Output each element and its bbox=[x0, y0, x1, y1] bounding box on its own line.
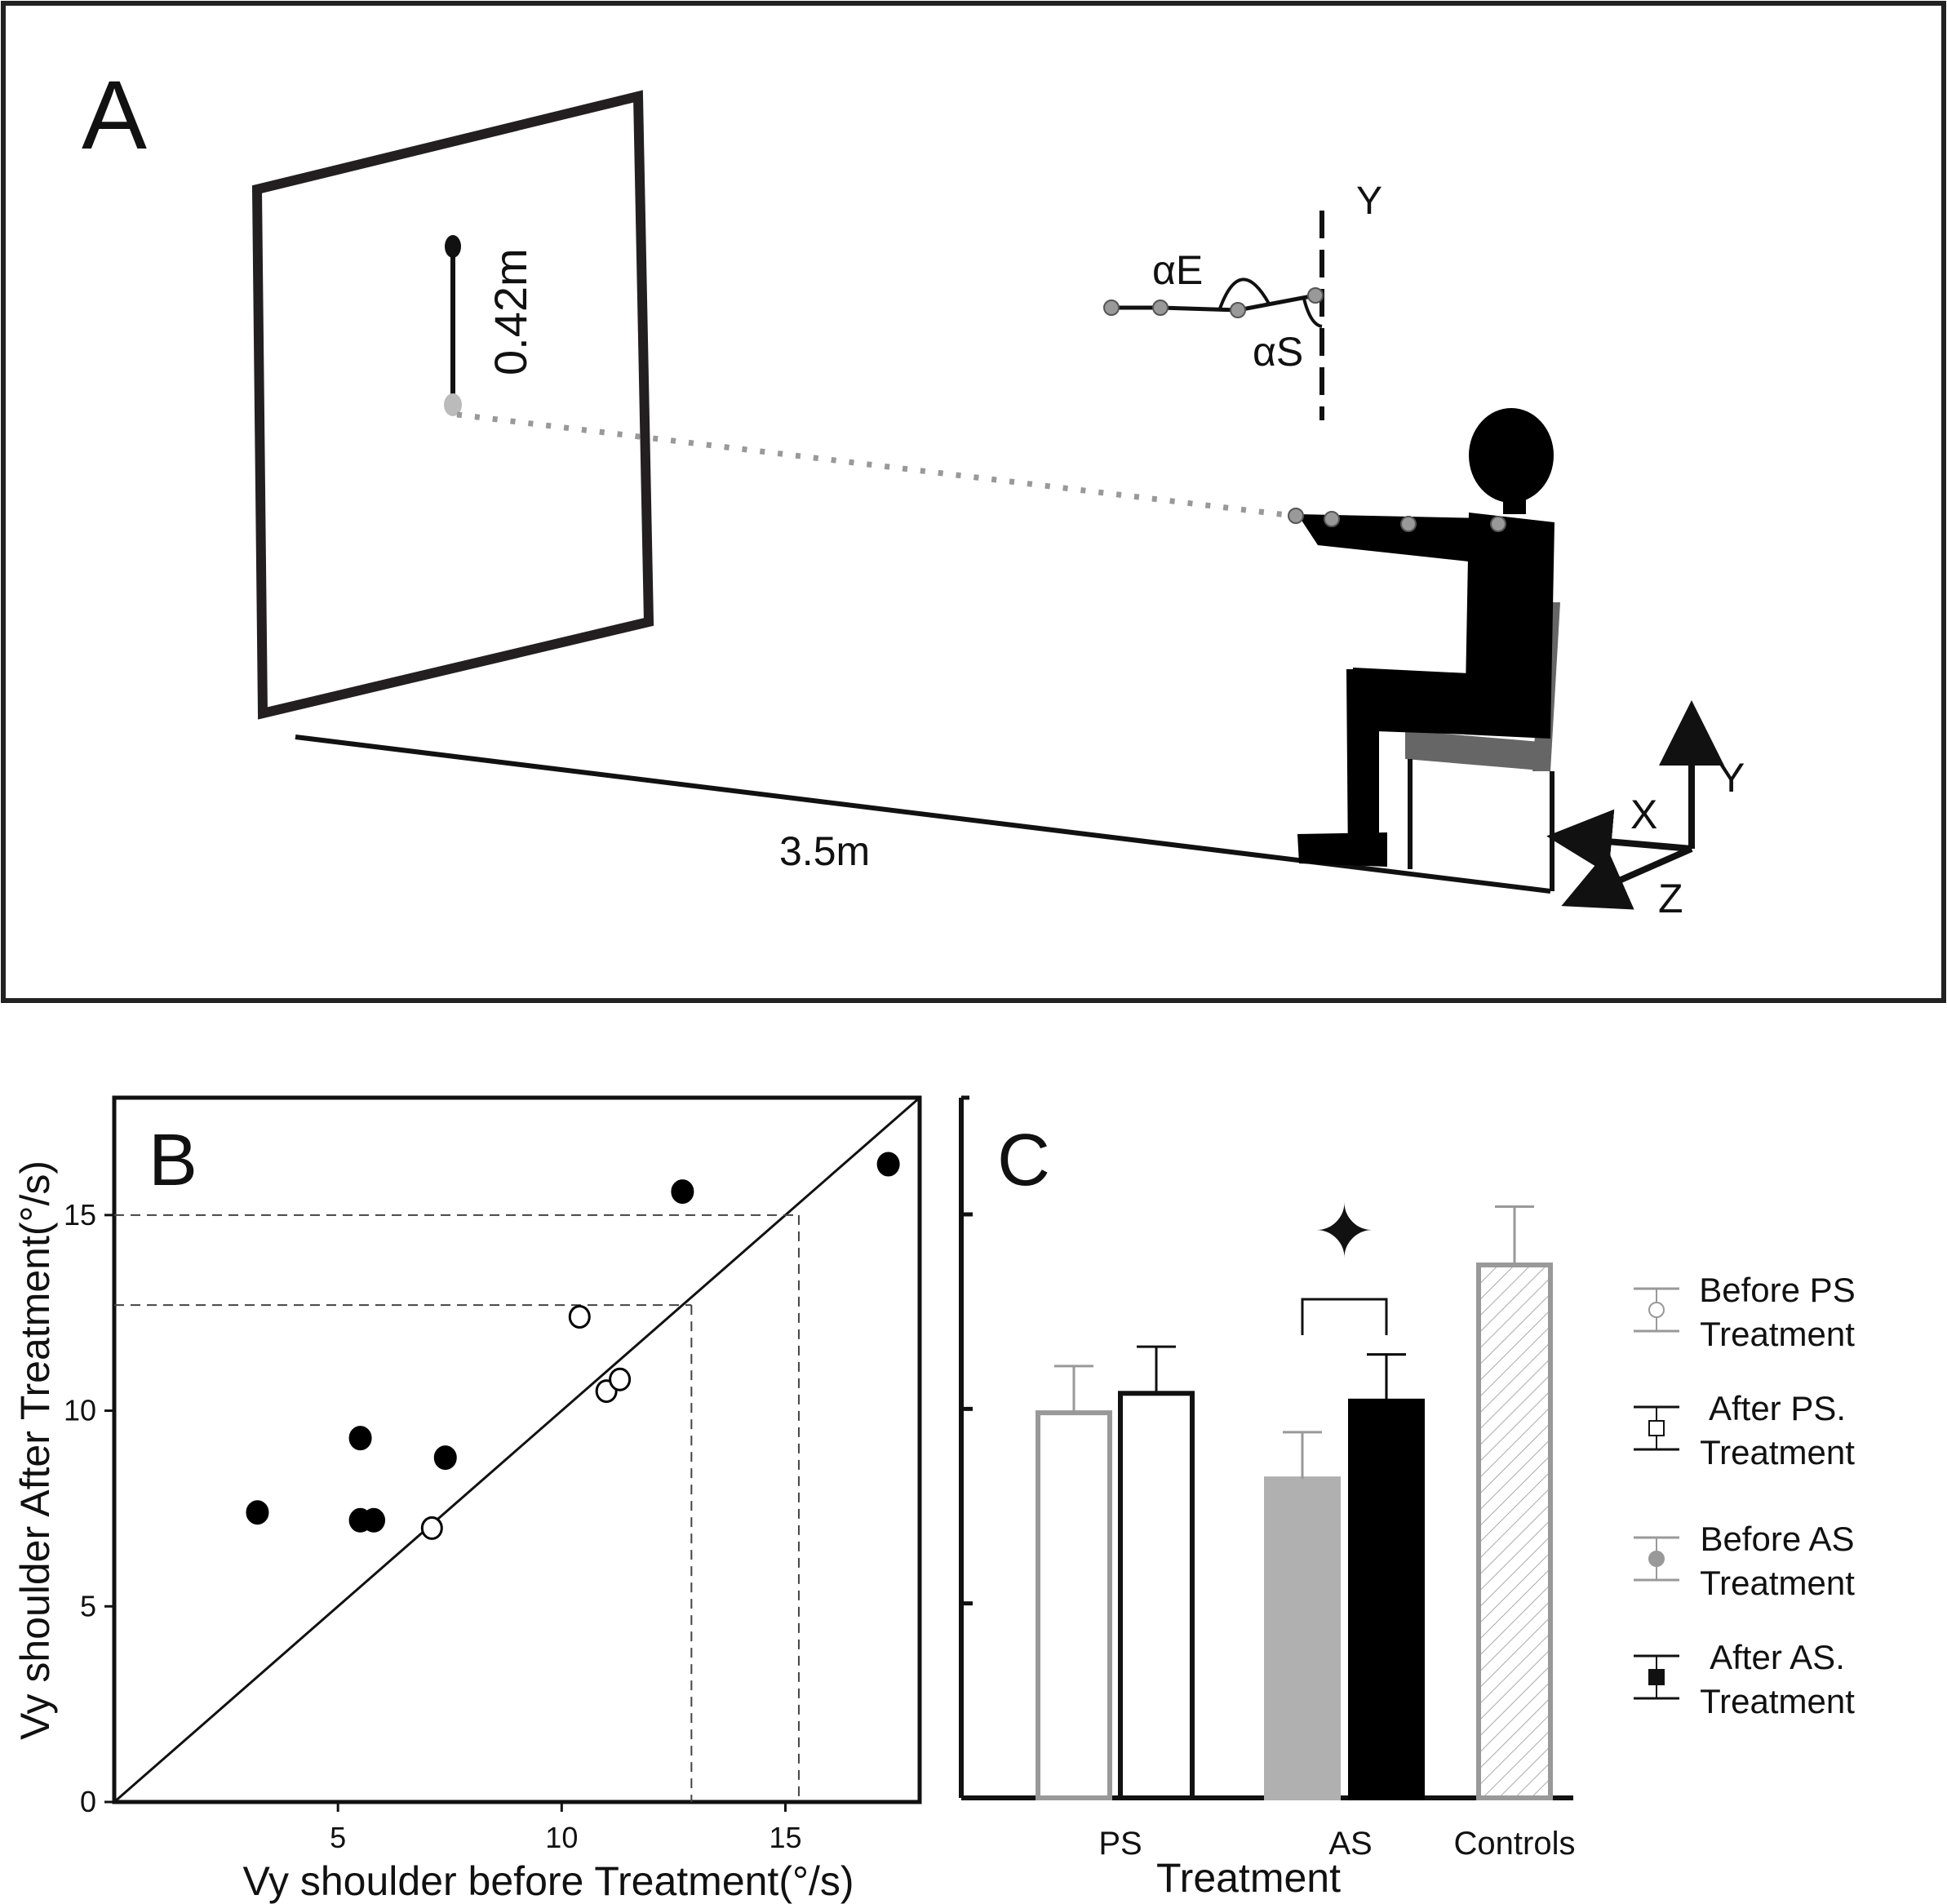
pointing-ray bbox=[456, 411, 1294, 519]
plot-frame bbox=[112, 1095, 922, 1804]
legend-label-line1: After AS. bbox=[1710, 1638, 1845, 1676]
panel-c-bar-chart: C Treatment PS AS Controls ✦ bbox=[959, 1095, 1576, 1901]
elbow-angle-arc bbox=[1218, 277, 1271, 309]
z-arrow bbox=[1561, 845, 1693, 910]
legend-marker bbox=[1648, 1551, 1665, 1567]
torso bbox=[1465, 513, 1554, 739]
lower-leg bbox=[1346, 669, 1379, 865]
shoulder-angle-arc bbox=[1302, 298, 1323, 328]
distance-label: 3.5m bbox=[779, 828, 870, 874]
coordinate-axes: Y X Z bbox=[1546, 700, 1745, 921]
axis-x-label: X bbox=[1630, 792, 1657, 837]
foot bbox=[1297, 832, 1387, 867]
legend-label-line1: After PS. bbox=[1709, 1389, 1846, 1427]
arm-segments bbox=[1111, 293, 1316, 313]
legend-label-line2: Treatment bbox=[1700, 1682, 1855, 1720]
significance-bracket bbox=[1301, 1298, 1388, 1335]
significance-marker: ✦ bbox=[1314, 1192, 1375, 1273]
y-tick-label: 10 bbox=[64, 1394, 96, 1427]
scatter-point-filled bbox=[246, 1500, 269, 1525]
scatter-point-filled bbox=[433, 1445, 457, 1471]
body-marker-finger bbox=[1288, 508, 1304, 524]
legend-marker bbox=[1648, 1420, 1665, 1436]
legend-label-line2: Treatment bbox=[1700, 1564, 1855, 1602]
inset-y-label: Y bbox=[1356, 180, 1382, 223]
arm-angle-inset: Y αE αS bbox=[1103, 180, 1382, 420]
scatter-point-filled bbox=[671, 1179, 694, 1205]
alpha-e-label: αE bbox=[1152, 247, 1203, 293]
axis-z-label: Z bbox=[1658, 876, 1683, 921]
panel-a-label: A bbox=[82, 60, 147, 170]
floor-line bbox=[295, 735, 1551, 894]
panel-b-scatter: B Vy shoulder before Treatment(°/s) Vy s… bbox=[12, 1095, 922, 1904]
panel-b-label: B bbox=[149, 1120, 197, 1201]
bar bbox=[1264, 1476, 1341, 1800]
scatter-point-filled bbox=[362, 1507, 386, 1533]
scatter-point-open bbox=[609, 1367, 632, 1391]
target-top-dot bbox=[445, 235, 461, 258]
legend-label-line1: Before AS bbox=[1700, 1520, 1854, 1558]
target-length-label: 0.42m bbox=[485, 248, 536, 375]
panel-a-frame bbox=[1, 1, 1946, 1003]
legend-marker bbox=[1648, 1302, 1665, 1318]
y-tick-label: 15 bbox=[64, 1198, 96, 1232]
axis-y-label: Y bbox=[1718, 755, 1745, 801]
panel-a: A 0.42m 3.5m Y αE αS bbox=[1, 1, 1946, 1003]
elbow-marker bbox=[1230, 302, 1246, 318]
category-label: AS bbox=[1328, 1826, 1372, 1862]
seated-subject bbox=[1288, 408, 1560, 891]
bar bbox=[1036, 1410, 1112, 1800]
x-axis-label: Vy shoulder before Treatment(°/s) bbox=[242, 1858, 854, 1904]
hand-marker bbox=[1152, 300, 1169, 316]
legend-label-line2: Treatment bbox=[1700, 1433, 1855, 1471]
head bbox=[1469, 408, 1554, 503]
category-label: PS bbox=[1098, 1826, 1142, 1862]
scatter-point-open bbox=[568, 1304, 591, 1329]
alpha-s-label: αS bbox=[1253, 329, 1303, 375]
target-bottom-dot bbox=[444, 393, 462, 416]
x-arrow bbox=[1546, 809, 1692, 875]
bar bbox=[1118, 1391, 1195, 1801]
chair-seat bbox=[1405, 730, 1550, 771]
panel-c-label: C bbox=[997, 1120, 1050, 1201]
legend-label-line1: Before PS bbox=[1699, 1271, 1855, 1309]
y-tick-label: 0 bbox=[80, 1785, 96, 1818]
x-tick-label: 5 bbox=[330, 1821, 346, 1854]
legend-label-line2: Treatment bbox=[1700, 1315, 1855, 1353]
y-tick-label: 5 bbox=[80, 1589, 96, 1622]
neck bbox=[1503, 498, 1526, 514]
outstretched-arm bbox=[1297, 514, 1485, 563]
body-marker-shoulder bbox=[1490, 516, 1506, 532]
body-marker-wrist bbox=[1324, 511, 1340, 527]
y-axis-label: Vy shoulder After Treatment(°/s) bbox=[12, 1161, 58, 1740]
shoulder-marker bbox=[1307, 287, 1324, 304]
x-tick-label: 15 bbox=[769, 1821, 801, 1854]
legend-marker bbox=[1648, 1669, 1665, 1685]
thigh bbox=[1353, 668, 1469, 735]
body-marker-elbow bbox=[1400, 516, 1417, 532]
wrist-marker bbox=[1103, 300, 1120, 316]
x-axis-label-treatment: Treatment bbox=[1156, 1855, 1341, 1901]
scatter-point-filled bbox=[348, 1426, 372, 1451]
bar bbox=[1348, 1398, 1425, 1801]
category-label: Controls bbox=[1454, 1826, 1576, 1862]
scatter-point-filled bbox=[876, 1152, 900, 1177]
bar bbox=[1476, 1262, 1553, 1800]
projection-screen bbox=[251, 90, 654, 720]
x-tick-label: 10 bbox=[545, 1821, 578, 1854]
scatter-point-open bbox=[420, 1516, 443, 1540]
